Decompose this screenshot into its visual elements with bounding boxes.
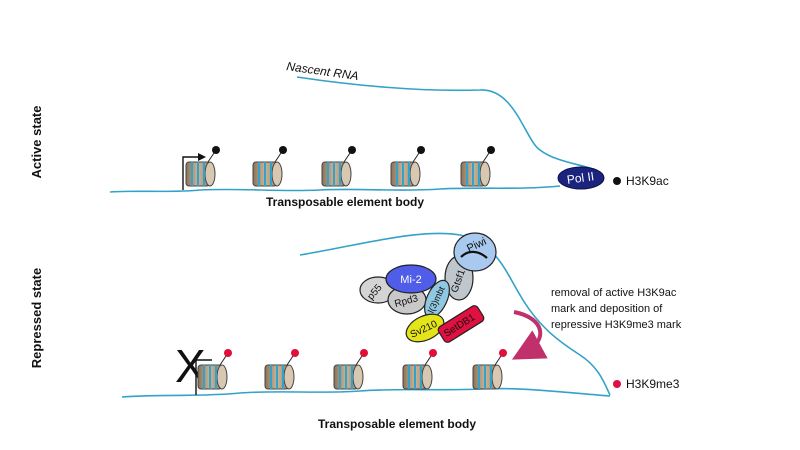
nascent-rna-label: Nascent RNA <box>286 59 360 83</box>
active-mark-stalk <box>412 152 420 163</box>
active-histone-mark <box>417 146 425 154</box>
sv210-protein <box>405 313 445 343</box>
legend-h3k9me3-dot <box>613 380 621 388</box>
repressed-nucleosome <box>333 349 368 390</box>
active-dna-strand <box>109 185 561 193</box>
repressed-histone-mark <box>291 349 299 357</box>
tss-arrowhead <box>198 153 206 161</box>
active-histone-mark <box>487 146 495 154</box>
repressed-histone-mark <box>360 349 368 357</box>
mi2-label: Mi-2 <box>400 274 421 286</box>
active-mark-stalk <box>274 152 282 163</box>
nascent-rna-strand <box>296 76 596 171</box>
legend-h3k9me3-label: H3K9me3 <box>626 377 680 391</box>
active-body-label: Transposable element body <box>266 195 424 209</box>
repressed-nucleosome <box>197 349 232 390</box>
active-nucleosome <box>321 146 356 187</box>
repressed-tss-line <box>195 359 212 395</box>
repressed-rna-strand <box>299 232 611 396</box>
pol2-label: Pol II <box>566 169 595 187</box>
repressed-body-label: Transposable element body <box>318 417 476 431</box>
setdb1-protein <box>437 305 485 343</box>
active-mark-stalk <box>207 152 215 163</box>
deposition-arrow <box>511 310 548 360</box>
repressed-nucleosomes <box>197 349 507 390</box>
tss-arrow <box>182 156 200 190</box>
repressed-histone-mark <box>224 349 232 357</box>
process-note-line-1: removal of active H3K9ac <box>551 287 677 299</box>
active-nucleosome <box>390 146 425 187</box>
active-nucleosome <box>185 146 220 187</box>
repressed-mark-stalk <box>424 355 432 366</box>
repressed-nucleosome <box>402 349 437 390</box>
repressed-state-label: Repressed state <box>29 268 44 368</box>
repressed-mark-stalk <box>355 355 363 366</box>
legend-h3k9ac-dot <box>613 177 621 185</box>
process-note-line-3: repressive H3K9me3 mark <box>551 319 682 331</box>
repressed-nucleosome <box>264 349 299 390</box>
repressed-histone-mark <box>429 349 437 357</box>
process-note-line-2: mark and deposition of <box>551 303 663 315</box>
active-mark-stalk <box>482 152 490 163</box>
active-mark-stalk <box>343 152 351 163</box>
active-state-label: Active state <box>29 106 44 179</box>
repressed-dna-strand <box>121 387 611 398</box>
active-histone-mark <box>212 146 220 154</box>
active-nucleosome <box>252 146 287 187</box>
repressed-mark-stalk <box>494 355 502 366</box>
active-histone-mark <box>348 146 356 154</box>
mi2-protein <box>385 264 437 294</box>
repressed-mark-stalk <box>286 355 294 366</box>
active-histone-mark <box>279 146 287 154</box>
repressed-histone-mark <box>499 349 507 357</box>
pol2-ellipse <box>557 166 605 190</box>
active-nucleosome <box>460 146 495 187</box>
repressed-mark-stalk <box>219 355 227 366</box>
legend-h3k9ac-label: H3K9ac <box>626 174 669 188</box>
repressed-nucleosome <box>472 349 507 390</box>
active-nucleosomes <box>185 146 495 187</box>
pirna-arc <box>460 250 488 259</box>
